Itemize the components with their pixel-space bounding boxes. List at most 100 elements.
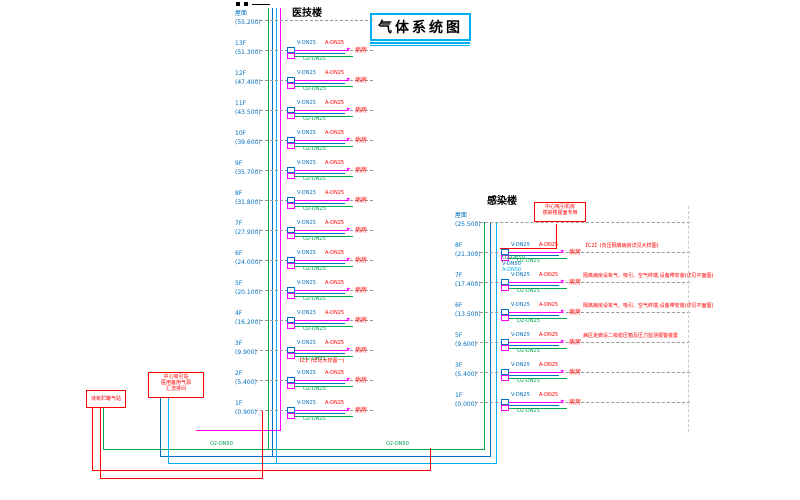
emergency-pipe [430, 448, 431, 471]
floor-label: 7F (17.400) [455, 273, 481, 288]
floor-line [475, 282, 690, 283]
floor-elevation: (17.400) [455, 281, 481, 288]
valve-icon [287, 173, 295, 179]
pipe-label-oxygen: O2-DN25 [303, 86, 326, 92]
annotation: 【C2】(负压隔离病房详见大样图) [583, 243, 659, 249]
pipe-label-oxygen: O2-DN25 [303, 236, 326, 242]
main-pipe-label: O2-DN50 [210, 441, 233, 447]
lox-station-box: 液氧贮罐气站 [86, 390, 126, 408]
flow-arrow-icon: ► [561, 308, 565, 314]
pipe-label-vacuum: V-DN25 [297, 130, 316, 136]
pipe-line [509, 258, 567, 259]
floor-number: 1F [235, 400, 243, 407]
floor-number: 1F [455, 392, 463, 399]
pipe-cluster: ► V-DN25 A-DN25 O2-DN25 病房 [287, 41, 368, 62]
vacuum-pipe [490, 222, 491, 456]
pipe-line [295, 416, 353, 417]
pipe-line [295, 146, 353, 147]
floor-elevation: (47.400) [235, 79, 261, 86]
emergency-pipe [556, 224, 557, 248]
valve-icon [501, 399, 509, 405]
pipe-label-air: A-DN25 [539, 302, 559, 308]
floor-elevation: (9.600) [455, 341, 477, 348]
valve-icon [287, 137, 295, 143]
pipe-label-vacuum: V-DN25 [297, 220, 316, 226]
valve-icon [501, 345, 509, 351]
pipe-label-oxygen: O2-DN25 [517, 288, 540, 294]
pipe-label-oxygen: O2-DN25 [303, 206, 326, 212]
floor-number: 9F [235, 160, 243, 167]
floor-label: 9F (35.700) [235, 161, 261, 176]
pipe-label-vacuum: V-DN25 [297, 100, 316, 106]
legend-marks [252, 4, 270, 5]
pipe-label-vacuum: V-DN25 [297, 310, 316, 316]
pipe-cluster: ► V-DN25 A-DN25 O2-DN25 病房 [501, 332, 581, 354]
emergency-pipe [92, 470, 431, 471]
pipe-line [295, 140, 349, 141]
pipe-label-oxygen: O2-DN25 [303, 176, 326, 182]
oxygen-pipe [103, 408, 104, 449]
valve-icon [287, 257, 295, 263]
floor-number: 8F [455, 242, 463, 249]
pipe-line [295, 110, 349, 111]
floor-label: 3F (9.900) [235, 341, 257, 356]
valve-icon [501, 255, 509, 261]
pipe-label-oxygen: O2-DN25 [517, 378, 540, 384]
valve-icon [287, 83, 295, 89]
valve-icon [287, 293, 295, 299]
floor-elevation: (5.400) [235, 379, 257, 386]
pipe-line [295, 383, 345, 384]
station-label: 中心吸引机房 [544, 204, 575, 210]
destination-label: 病房 [355, 257, 368, 264]
emergency-pipe [92, 408, 93, 470]
pipe-line [295, 260, 349, 261]
pipe-label-oxygen: O2-DN25 [517, 408, 540, 414]
floor-elevation: (13.500) [455, 311, 481, 318]
pipe-line [509, 342, 563, 343]
floor-elevation: (43.500) [235, 109, 261, 116]
pipe-label-oxygen: O2-DN25 [517, 318, 540, 324]
pipe-line [295, 380, 349, 381]
pipe-cluster: ► V-DN25 A-DN25 O2-DN25 病房 [287, 341, 367, 362]
pipe-label-air: A-DN25 [539, 332, 559, 338]
pipe-label-vacuum: V-DN25 [511, 362, 530, 368]
pipe-line [509, 345, 559, 346]
flow-arrow-icon: ► [561, 368, 565, 374]
pipe-label-vacuum: V-DN25 [297, 160, 316, 166]
oxygen-pipe [268, 8, 269, 449]
building-name-medical: 医技楼 [292, 8, 322, 19]
floor-label: 12F (47.400) [235, 71, 261, 86]
pipe-label-vacuum: V-DN25 [511, 392, 530, 398]
valve-icon [287, 323, 295, 329]
valve-icon [287, 263, 295, 269]
emergency-pipe [100, 408, 101, 478]
riser-label-air: A-DN50 [502, 267, 522, 273]
pipe-line [295, 413, 345, 414]
emergency-pipe [500, 248, 557, 249]
valve-icon [287, 203, 295, 209]
pipe-label-air: A-DN25 [325, 400, 345, 406]
pipe-line [295, 80, 349, 81]
pipe-cluster: ► V-DN25 A-DN25 O2-DN25 病房 [501, 243, 581, 264]
destination-label: 病房 [355, 47, 368, 54]
flow-arrow-icon: ► [347, 346, 351, 352]
pipe-label-oxygen: O2-DN25 [303, 356, 326, 362]
pipe-label-air: A-DN25 [325, 100, 345, 106]
emergency-pipe [262, 410, 263, 478]
pipe-line [509, 252, 563, 253]
pipe-label-vacuum: V-DN25 [297, 250, 316, 256]
pipe-line [295, 56, 353, 57]
valve-icon [501, 369, 509, 375]
pipe-line [509, 285, 559, 286]
flow-arrow-icon: ► [347, 166, 351, 172]
valve-icon [501, 339, 509, 345]
pipe-line [509, 375, 559, 376]
title-underline [370, 42, 470, 44]
pipe-cluster: ► V-DN25 A-DN25 O2-DN25 病房 [287, 71, 367, 92]
station-label: 液氧贮罐气站 [90, 396, 121, 402]
valve-icon [501, 405, 509, 411]
vacuum-pipe [272, 8, 273, 456]
station-label: 感染楼屋面专用 [542, 210, 578, 216]
floor-label: 8F (21.300) [455, 243, 481, 258]
